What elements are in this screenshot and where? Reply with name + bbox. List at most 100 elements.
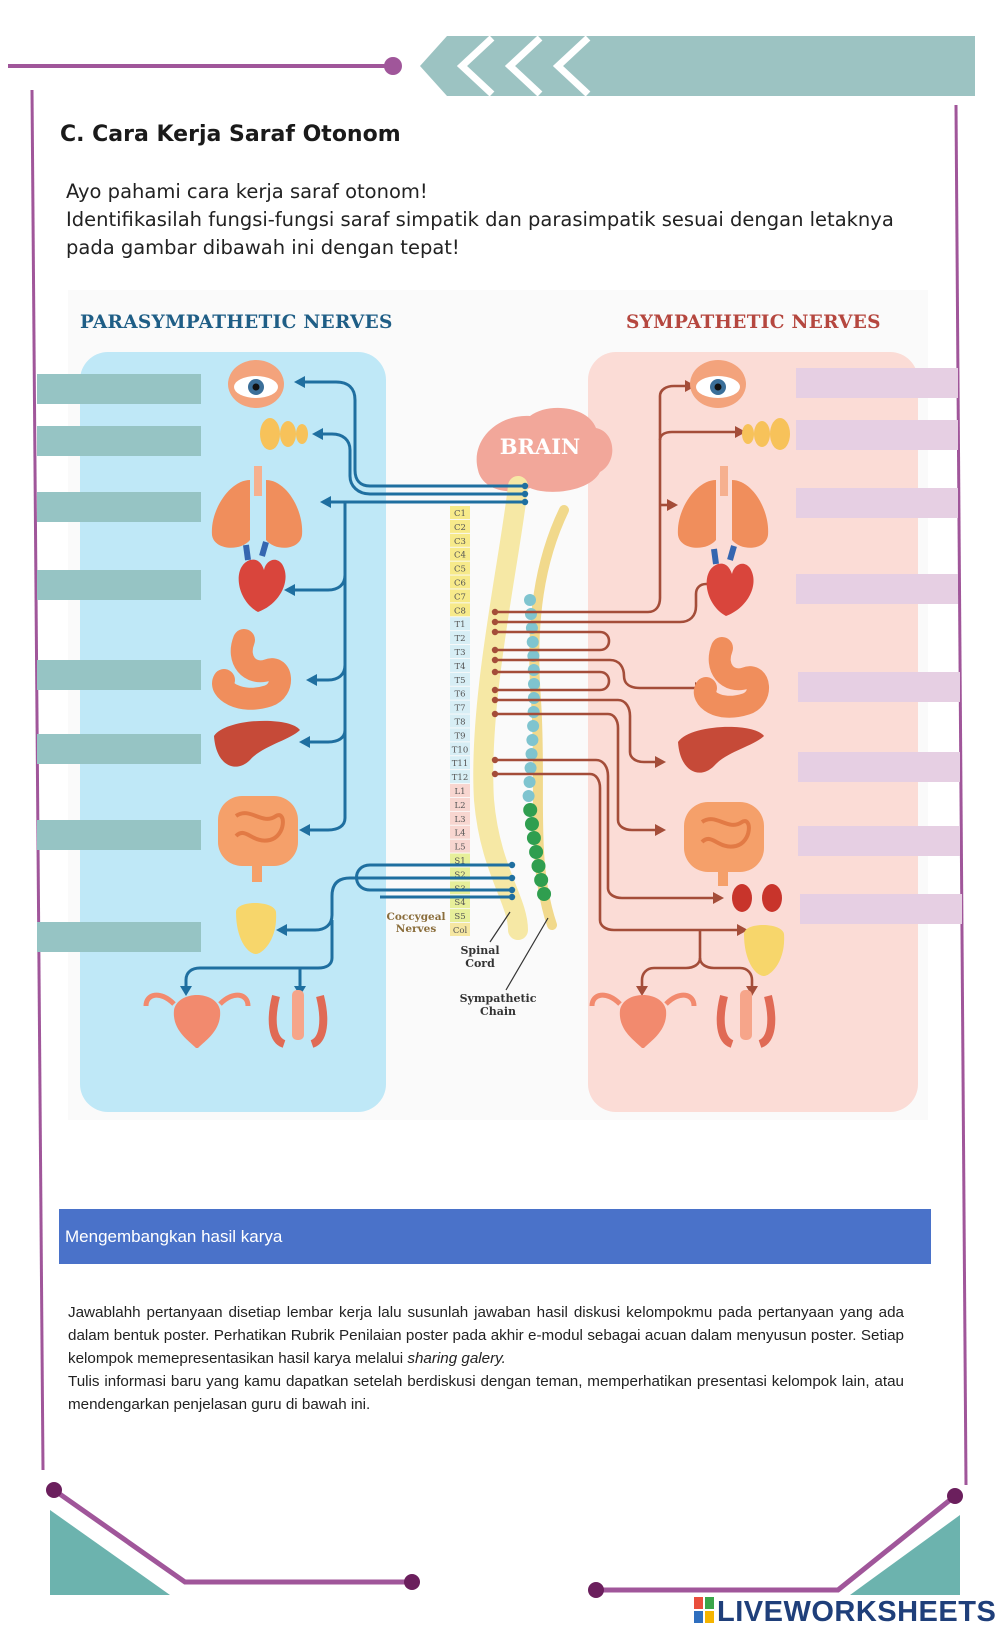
vertebra-label: C6 [454, 579, 466, 589]
parasympathetic-answer-1[interactable] [37, 374, 201, 404]
vertebra-cell [450, 533, 470, 547]
chain-ganglion [534, 873, 549, 887]
vertebra-label: S4 [454, 898, 465, 908]
sympathetic-answer-5[interactable] [798, 672, 960, 702]
instructions-p1-text: Jawablahh pertanyaan disetiap lembar ker… [68, 1304, 904, 1367]
chain-ganglion [537, 887, 552, 901]
vertebra-label: L1 [454, 787, 465, 797]
vertebra-label: T6 [454, 690, 465, 700]
nerve-origin-dots [491, 482, 529, 901]
sympathetic-origin-dot [491, 656, 499, 664]
top-ribbon [8, 35, 975, 97]
vertebra-label: C3 [454, 537, 466, 547]
parasympathetic-answer-7[interactable] [37, 820, 201, 850]
liveworksheets-brand-text: LIVEWORKSHEETS [717, 1596, 997, 1628]
vertebra-label: T11 [452, 759, 469, 769]
vertebra-cell [450, 853, 470, 867]
parasympathetic-origin-dot [521, 498, 529, 506]
instructions-p1-italic: sharing galery. [407, 1350, 506, 1367]
sympathetic-origin-dot [491, 668, 499, 676]
vertebra-label: C1 [454, 509, 466, 519]
parasympathetic-origin-dot [508, 874, 516, 882]
chain-ganglion [524, 608, 537, 620]
vertebra-cell [450, 547, 470, 561]
vertebra-label: S5 [454, 912, 465, 922]
coccygeal-label-line2: Nerves [396, 923, 437, 935]
chain-ganglion [524, 817, 539, 831]
vertebra-label: T8 [454, 718, 465, 728]
sympathetic-answer-1[interactable] [796, 368, 958, 398]
vertebra-cell [450, 825, 470, 839]
chain-ganglion [527, 678, 540, 690]
vertebra-cell [450, 756, 470, 770]
vertebra-cell [450, 784, 470, 797]
para-lungs-icon [211, 466, 303, 548]
vertebra-label: T2 [454, 634, 465, 644]
sympathetic-answer-8[interactable] [800, 894, 962, 924]
para-bladder-icon [236, 903, 277, 954]
chain-ganglion [523, 776, 536, 788]
parasympathetic-answer-6[interactable] [37, 734, 201, 764]
sympathetic-origin-dot [491, 628, 499, 636]
vertebra-cell [450, 797, 470, 811]
autonomic-nervous-system-diagram: BRAIN C1C2C3C4C5C6C7C8T1T2T3T4T5T6T7T8T9… [68, 290, 928, 1120]
parasympathetic-answer-3[interactable] [37, 492, 201, 522]
chain-ganglion [531, 859, 546, 873]
sympathetic-answer-3[interactable] [796, 488, 958, 518]
parasympathetic-answer-2[interactable] [37, 426, 201, 456]
chain-ganglion [524, 762, 537, 774]
chain-ganglion [527, 706, 540, 718]
symp-stomach-icon [693, 637, 769, 718]
vertebra-cell [450, 589, 470, 603]
vertebra-cell [450, 631, 470, 645]
vertebra-cell [450, 645, 470, 658]
vertebra-label: T4 [454, 662, 465, 672]
vertebra-cell [450, 686, 470, 700]
liveworksheets-logo: LIVEWORKSHEETS [694, 1596, 996, 1629]
symp-male-reproductive-icon [716, 990, 776, 1048]
sympathetic-origin-dot [491, 696, 499, 704]
parasympathetic-origin-dot [508, 893, 516, 901]
sympathetic-origin-dot [491, 608, 499, 616]
sympathetic-answer-6[interactable] [798, 752, 960, 782]
sympathetic-answer-2[interactable] [796, 420, 958, 450]
vertebra-label: T1 [454, 620, 465, 630]
vertebra-label: S2 [454, 870, 465, 880]
para-female-reproductive-icon [143, 992, 251, 1048]
vertebra-label: T12 [452, 773, 469, 783]
vertebra-label: C2 [454, 523, 466, 533]
vertebra-cell [450, 603, 470, 617]
sympathetic-origin-dot [491, 646, 499, 654]
bottom-right-decoration [588, 1488, 963, 1598]
parasympathetic-answer-8[interactable] [37, 922, 201, 952]
vertebra-cell [450, 909, 470, 923]
vertebra-label: S1 [454, 857, 465, 867]
parasympathetic-answer-4[interactable] [37, 570, 201, 600]
parasympathetic-answer-5[interactable] [37, 660, 201, 690]
parasympathetic-nerve-paths [184, 380, 525, 990]
chain-ganglion [526, 636, 539, 648]
vertebra-label: C8 [454, 606, 466, 616]
vertebra-label: C4 [454, 551, 466, 561]
brain-icon: BRAIN [476, 407, 613, 492]
vertebra-label: L4 [454, 829, 465, 839]
vertebra-label: L5 [454, 843, 465, 853]
symp-eye-icon [690, 360, 746, 408]
symp-liver-icon [678, 726, 764, 773]
brain-label: BRAIN [500, 434, 581, 459]
symp-bladder-icon [744, 925, 785, 976]
vertebra-cell [450, 575, 470, 589]
sympathetic-answer-4[interactable] [796, 574, 958, 604]
vertebra-cell [450, 811, 470, 825]
sympathetic-origin-dot [491, 770, 499, 778]
liveworksheets-logo-icon [694, 1597, 714, 1623]
vertebra-labels: C1C2C3C4C5C6C7C8T1T2T3T4T5T6T7T8T9T10T11… [450, 506, 470, 936]
parasympathetic-origin-dot [508, 886, 516, 894]
spinal-cord [473, 476, 528, 940]
chain-ganglion [527, 664, 540, 676]
chain-ganglion [525, 748, 538, 760]
para-liver-icon [214, 720, 300, 767]
chain-ganglion [526, 734, 539, 746]
sympathetic-answer-7[interactable] [798, 826, 960, 856]
para-salivary-gland-icon [260, 418, 308, 450]
